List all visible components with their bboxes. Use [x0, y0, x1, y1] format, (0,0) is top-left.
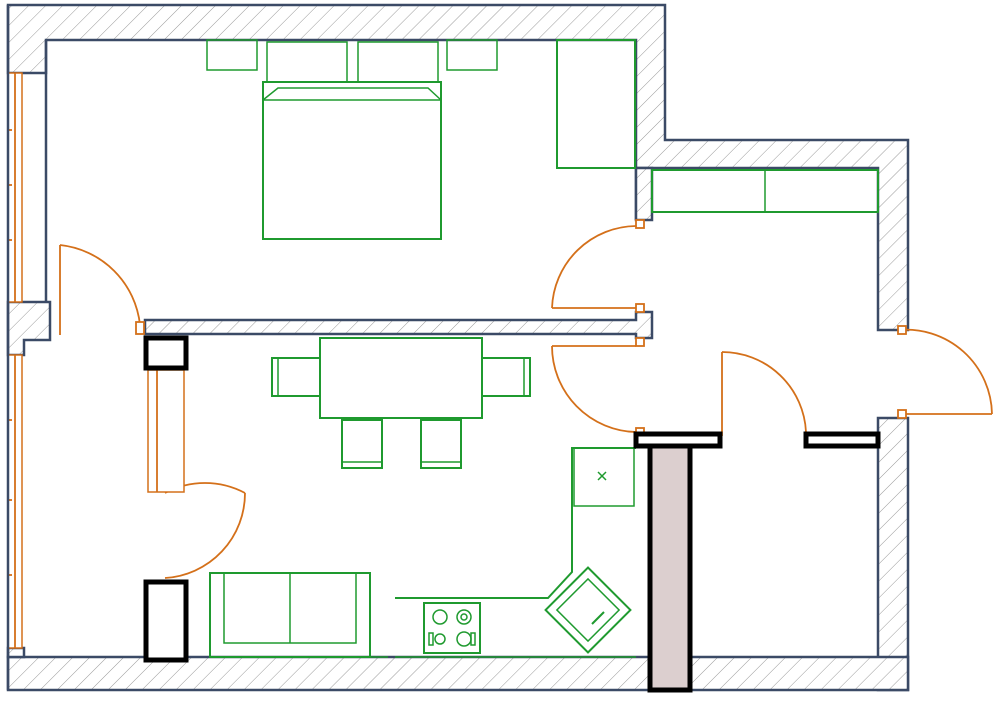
wall-partition-bedroom — [143, 310, 654, 340]
wall-hall-stub — [634, 166, 654, 222]
bathroom-wall-right — [803, 431, 881, 449]
wall-right-lower — [876, 416, 910, 692]
bed — [262, 41, 442, 240]
nightstand-right — [446, 39, 498, 71]
nightstand-left — [206, 39, 258, 71]
door-entrance — [897, 325, 993, 419]
door-living-sliding — [147, 369, 246, 579]
cooktop — [423, 602, 481, 654]
wardrobe-bedroom — [556, 39, 636, 169]
partition-living-upper — [143, 335, 189, 371]
hall-wardrobe — [651, 169, 879, 213]
chair-right — [481, 357, 531, 397]
wall-left-bottom-stub — [6, 646, 26, 659]
wall-bottom-right — [688, 655, 910, 692]
door-bedroom-hall — [551, 219, 645, 313]
chair-bottom-right — [420, 419, 462, 469]
wall-bottom — [6, 655, 652, 692]
door-living-hall — [551, 337, 645, 437]
door-bathroom — [721, 351, 807, 436]
chair-left — [271, 357, 321, 397]
outer-walls — [6, 3, 910, 692]
chair-bottom-left — [341, 419, 383, 469]
wall-top-left — [6, 3, 910, 332]
wall-left-stub — [6, 300, 52, 357]
door-bedroom-entry — [59, 244, 145, 335]
partition-living-lower — [143, 579, 189, 663]
bathroom-pillar — [647, 435, 693, 693]
bathroom-wall-top — [633, 431, 723, 449]
kitchen-sink — [544, 566, 632, 654]
kitchen-counter — [395, 447, 636, 658]
dining-table — [319, 337, 483, 419]
window-left-lower — [7, 354, 23, 649]
window-left-upper — [7, 72, 23, 303]
sofa — [209, 572, 388, 658]
